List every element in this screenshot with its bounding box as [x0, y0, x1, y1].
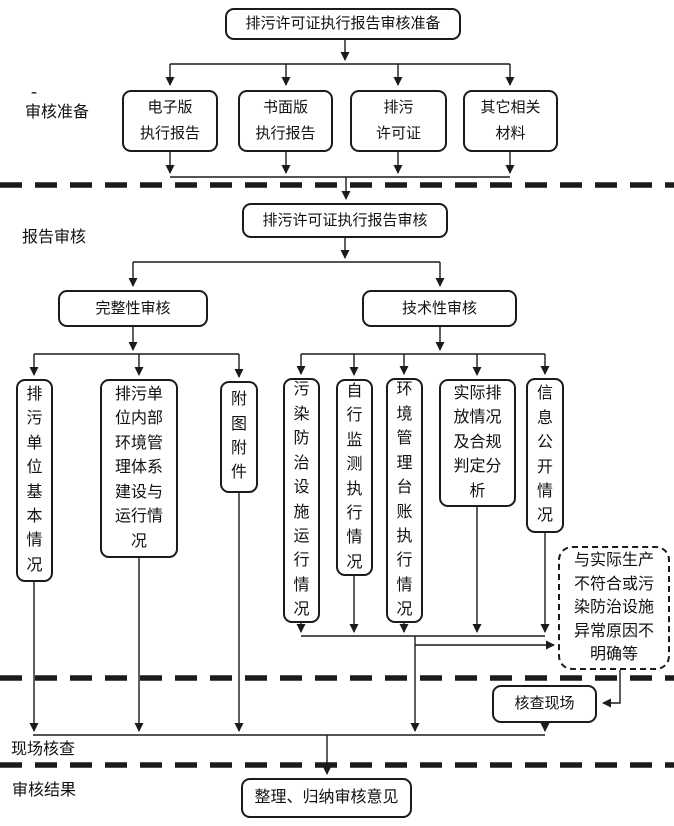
stage-label-result: 审核结果 [12, 782, 77, 799]
stage-label-site: 现场核查 [11, 741, 76, 758]
node-site-verification: 核查现场 [492, 685, 597, 723]
node-prep-title: 排污许可证执行报告审核准备 [225, 8, 461, 40]
node-conclusion: 整理、归纳审核意见 [241, 778, 412, 818]
stage-label-prep: 审核准备 [25, 104, 90, 121]
stage-label-review: 报告审核 [22, 229, 87, 246]
node-basic-info: 排 污 单 位 基 本 情 况 [16, 379, 53, 582]
node-attachments: 附 图 附 件 [220, 381, 258, 493]
node-electronic-report: 电子版 执行报告 [122, 90, 218, 152]
node-completeness-review: 完整性审核 [58, 290, 208, 327]
node-info-disclosure: 信 息 公 开 情 况 [526, 378, 564, 533]
node-pollution-facility: 污 染 防 治 设 施 运 行 情 况 [283, 378, 320, 623]
node-paper-report: 书面版 执行报告 [238, 90, 333, 152]
node-internal-mgmt: 排污单 位内部 环境管 理体系 建设与 运行情 况 [100, 379, 178, 558]
node-permit: 排污 许可证 [350, 90, 447, 152]
node-review-title: 排污许可证执行报告审核 [242, 203, 448, 238]
node-technical-review: 技术性审核 [362, 290, 517, 327]
node-actual-discharge: 实际排 放情况 及合规 判定分 析 [439, 379, 516, 507]
node-env-ledger: 环 境 管 理 台 账 执 行 情 况 [386, 378, 423, 623]
stage-prep-dash-mark: - [31, 81, 37, 101]
node-self-monitoring: 自 行 监 测 执 行 情 况 [336, 379, 373, 576]
node-other-materials: 其它相关 材料 [463, 90, 558, 152]
node-abnormal-reason: 与实际生产 不符合或污 染防治设施 异常原因不 明确等 [558, 546, 670, 670]
